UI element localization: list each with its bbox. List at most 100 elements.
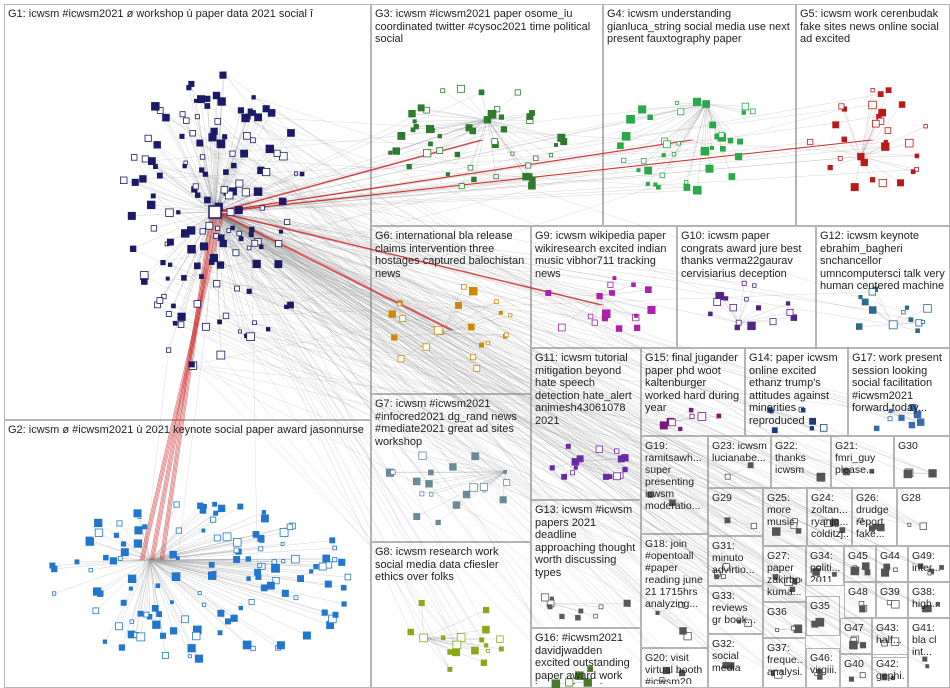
group-label-g36: G36	[767, 606, 802, 618]
node-g8	[453, 641, 461, 649]
node-g2	[281, 543, 284, 546]
node-g1	[285, 219, 290, 224]
node-g1	[172, 304, 176, 308]
node-g1	[180, 112, 185, 117]
group-label-g28: G28	[901, 492, 946, 504]
edge	[600, 290, 649, 297]
node-g2	[238, 504, 243, 509]
node-g2	[95, 529, 103, 537]
node-g4	[742, 103, 749, 110]
group-label-g2: G2: icwsm ø #icwsm2021 ù 2021 keynote so…	[8, 424, 367, 437]
node-g3	[479, 90, 484, 95]
node-g5	[861, 159, 868, 166]
node-g15	[669, 419, 676, 426]
node-g1	[241, 150, 248, 157]
node-g1	[148, 158, 155, 165]
node-g47	[860, 643, 865, 648]
node-g3	[501, 127, 507, 133]
node-g1	[236, 180, 243, 187]
node-g2	[261, 515, 268, 522]
edge	[739, 299, 747, 322]
node-g2	[160, 633, 165, 638]
node-g1	[177, 211, 180, 214]
node-g15	[690, 414, 694, 418]
node-g6	[392, 335, 398, 341]
node-g5	[870, 178, 875, 183]
node-g5	[878, 92, 883, 97]
node-g12	[905, 306, 908, 309]
node-g10	[742, 281, 746, 285]
node-g3	[438, 134, 442, 138]
node-g18	[656, 611, 659, 614]
node-g1	[238, 108, 243, 113]
node-g2	[213, 502, 217, 506]
node-g2	[137, 633, 145, 641]
group-label-g14: G14: paper icwsm online excited ethanz t…	[749, 352, 844, 427]
node-g2	[134, 510, 141, 517]
group-label-g22: G22: thanks icwsm	[775, 440, 827, 476]
node-g1	[217, 262, 224, 269]
node-g5	[828, 165, 832, 169]
node-g11	[577, 456, 583, 462]
group-label-g11: G11: icwsm tutorial mitigation beyond ha…	[535, 352, 637, 427]
node-g11	[566, 444, 570, 448]
group-label-g41: G41: bla cl int...	[912, 622, 946, 658]
node-g6	[479, 343, 483, 347]
node-g4	[701, 147, 709, 155]
node-g5	[879, 180, 886, 187]
node-g4	[675, 101, 678, 104]
node-g2	[239, 606, 243, 610]
node-g1	[242, 189, 249, 196]
node-g1	[168, 263, 172, 267]
node-g2	[258, 563, 262, 567]
node-g2	[231, 615, 237, 621]
node-g6	[461, 284, 466, 289]
node-g9	[597, 293, 603, 299]
node-g2	[282, 590, 288, 596]
node-g39	[892, 601, 900, 609]
group-label-g39: G39	[880, 586, 904, 598]
node-g2	[134, 540, 142, 548]
node-g13	[560, 614, 565, 619]
node-g2	[247, 577, 251, 581]
node-g1	[242, 114, 250, 122]
node-g11	[570, 471, 574, 475]
node-g2	[223, 533, 231, 541]
node-g1	[178, 313, 185, 320]
node-g1	[294, 172, 297, 175]
node-g12	[916, 329, 920, 333]
edge	[687, 104, 706, 187]
node-g3	[458, 85, 465, 92]
node-g4	[750, 109, 755, 114]
node-g5	[851, 184, 858, 191]
node-g13	[579, 609, 583, 613]
node-g1	[157, 173, 162, 178]
node-g28	[908, 523, 911, 526]
node-g8	[483, 607, 489, 613]
node-g7	[430, 493, 434, 497]
node-g1	[147, 201, 155, 209]
node-g3	[499, 115, 503, 119]
group-label-g4: G4: icwsm understanding gianluca_string …	[607, 8, 792, 46]
node-g1	[239, 330, 242, 333]
edge	[140, 215, 220, 560]
node-g4	[654, 183, 657, 186]
node-g48	[861, 606, 865, 610]
node-g2	[162, 652, 168, 658]
node-g1	[218, 98, 226, 106]
node-g3	[528, 174, 532, 178]
node-g9	[632, 283, 636, 287]
node-g1	[276, 240, 282, 246]
node-g2	[93, 588, 101, 596]
group-label-g26: G26: drudge report fake...	[856, 492, 893, 540]
node-g11	[622, 455, 629, 462]
edge	[150, 560, 330, 625]
hub-node-icwsm	[209, 206, 221, 218]
node-g1	[263, 168, 270, 175]
node-g1	[252, 96, 256, 100]
node-g1	[195, 115, 199, 119]
node-g5	[872, 120, 879, 127]
node-g4	[693, 98, 700, 105]
node-g1	[131, 155, 137, 161]
node-g3	[529, 182, 536, 189]
